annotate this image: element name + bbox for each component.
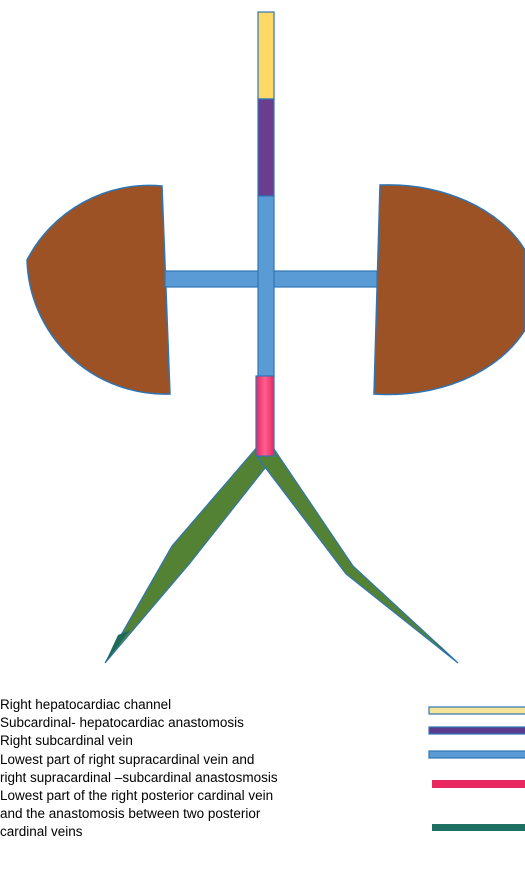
right-subcardinal-vein [258, 196, 274, 376]
blue-swatch [429, 751, 525, 758]
right-posterior-cardinal-vein [258, 446, 458, 663]
left-kidney [27, 185, 170, 394]
legend-swatches [429, 707, 525, 831]
legend-label-hepatocardiac-channel: Right hepatocardiac channel [0, 696, 330, 714]
legend-label-supracardinal-vein-2: right supracardinal –subcardinal anastos… [0, 769, 330, 787]
right-hepatocardiac-channel [258, 12, 274, 99]
legend-label-subcardinal-hepatocardiac-anastomosis: Subcardinal- hepatocardiac anastomosis [0, 714, 330, 732]
subcardinal-hepatocardiac-anastomosis [258, 99, 274, 196]
legend-label-posterior-cardinal-3: cardinal veins [0, 823, 330, 841]
right-kidney [374, 185, 525, 395]
pink-swatch [432, 780, 525, 788]
right-supracardinal-vein [256, 376, 274, 456]
left-posterior-cardinal-vein [105, 446, 273, 663]
legend-label-right-subcardinal-vein: Right subcardinal vein [0, 732, 330, 750]
legend-label-supracardinal-vein-1: Lowest part of right supracardinal vein … [0, 751, 330, 769]
legend-label-posterior-cardinal-2: and the anastomosis between two posterio… [0, 805, 330, 823]
legend-label-posterior-cardinal-1: Lowest part of the right posterior cardi… [0, 787, 330, 805]
legend-text: Right hepatocardiac channel Subcardinal-… [0, 696, 330, 842]
green-swatch [432, 824, 525, 831]
yellow-swatch [429, 707, 525, 714]
purple-swatch [429, 727, 525, 734]
